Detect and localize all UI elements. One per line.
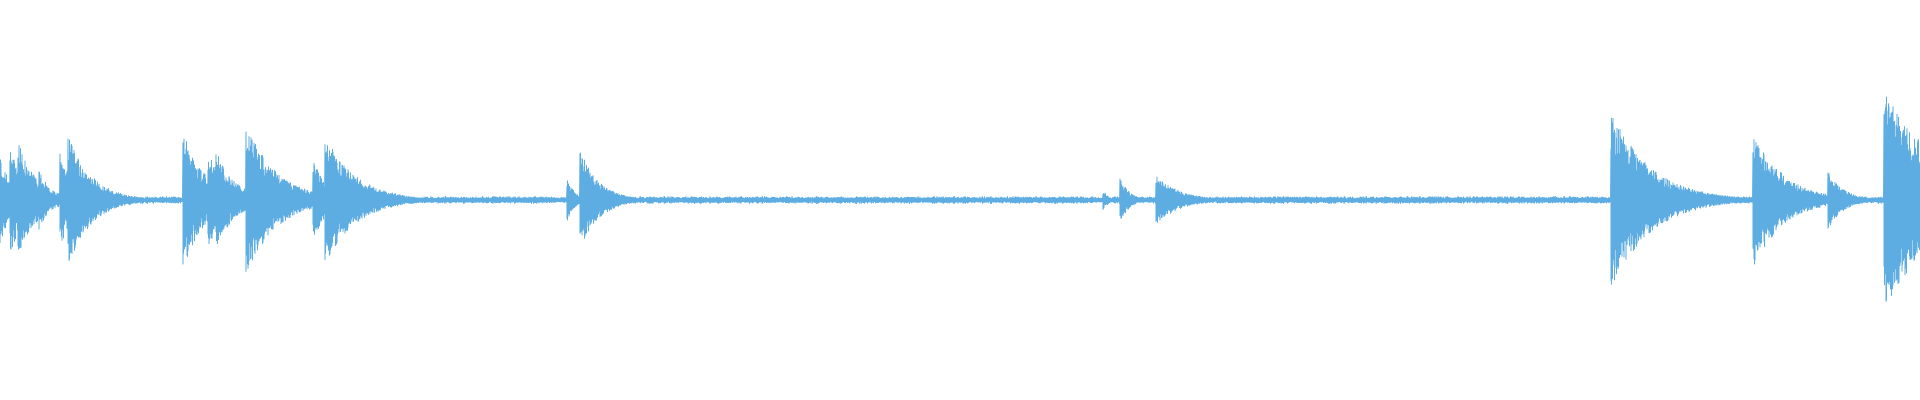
waveform-trace: [0, 96, 1920, 302]
